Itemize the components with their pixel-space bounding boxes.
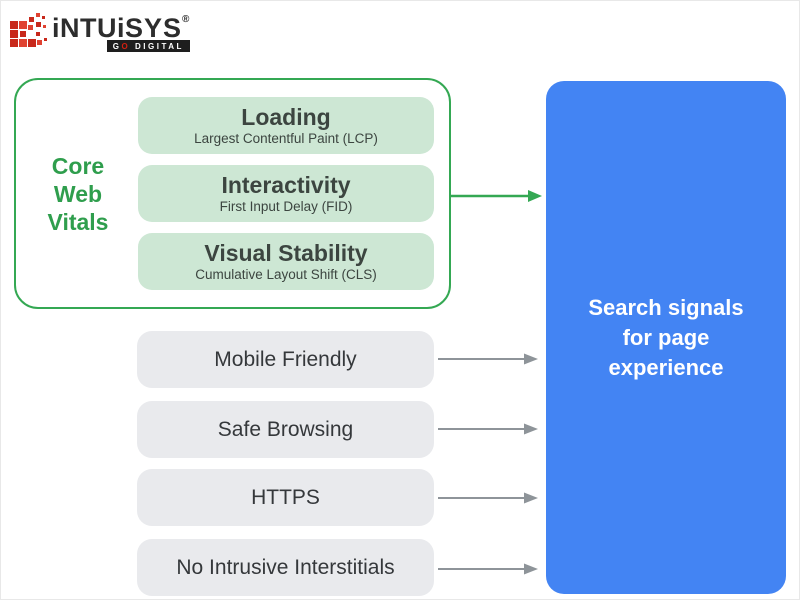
pill-loading-title: Loading (241, 104, 331, 130)
pill-visual-stability-subtitle: Cumulative Layout Shift (CLS) (195, 267, 377, 282)
arrow-mobile-friendly (438, 353, 538, 365)
intuisys-logo: iNTUiSYS® GO DIGITAL (9, 13, 190, 52)
pill-interactivity-subtitle: First Input Delay (FID) (219, 199, 353, 214)
pill-loading: Loading Largest Contentful Paint (LCP) (138, 97, 434, 154)
core-web-vitals-pill-list: Loading Largest Contentful Paint (LCP) I… (138, 97, 434, 290)
arrow-no-intrusive-interstitials (438, 563, 538, 575)
logo-text-sys: SYS (125, 13, 183, 43)
pill-visual-stability: Visual Stability Cumulative Layout Shift… (138, 233, 434, 290)
tagline-red-o: O (121, 42, 131, 51)
pill-https: HTTPS (137, 469, 434, 526)
arrow-core-web-vitals (451, 190, 542, 202)
logo-text-intui: iNTUi (52, 13, 125, 43)
core-web-vitals-group: Core Web Vitals Loading Largest Contentf… (14, 78, 451, 309)
pill-mobile-friendly: Mobile Friendly (137, 331, 434, 388)
arrow-safe-browsing (438, 423, 538, 435)
logo-tagline: GO DIGITAL (106, 40, 190, 52)
core-web-vitals-label: Core Web Vitals (47, 152, 109, 235)
intuisys-logo-icon (10, 13, 47, 47)
pill-interactivity-title: Interactivity (221, 172, 351, 198)
pill-loading-subtitle: Largest Contentful Paint (LCP) (194, 131, 378, 146)
arrow-https (438, 492, 538, 504)
logo-wordmark: iNTUiSYS® (52, 13, 190, 43)
pill-visual-stability-title: Visual Stability (204, 240, 368, 266)
registered-trademark-symbol: ® (182, 14, 190, 25)
search-signals-box: Search signals for page experience (546, 81, 786, 594)
pill-interactivity: Interactivity First Input Delay (FID) (138, 165, 434, 222)
search-signals-label: Search signals for page experience (588, 294, 744, 380)
pill-safe-browsing: Safe Browsing (137, 401, 434, 458)
pill-no-intrusive-interstitials: No Intrusive Interstitials (137, 539, 434, 596)
